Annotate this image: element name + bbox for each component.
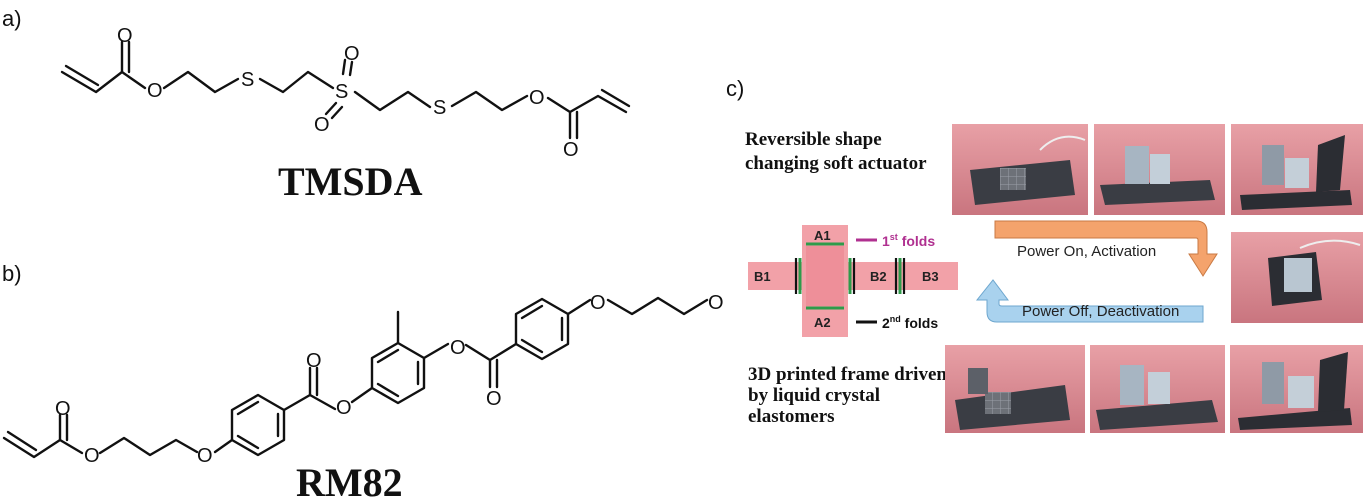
segment-a2: A2 (814, 315, 831, 330)
photo-bottom-2 (1090, 345, 1225, 433)
tmsda-sulfone-o-top: O (344, 43, 360, 65)
rm82-ester-o2: O (336, 397, 352, 419)
rm82-carbonyl-o3: O (486, 388, 502, 410)
second-folds-sup: nd (890, 314, 901, 324)
photo-top-2 (1094, 124, 1225, 215)
rm82-carbonyl-o1: O (55, 398, 71, 420)
tmsda-carbonyl-o1: O (117, 25, 133, 47)
first-folds-label: 1st folds (882, 232, 935, 249)
segment-b3: B3 (922, 269, 939, 284)
segment-b2: B2 (870, 269, 887, 284)
power-on-label: Power On, Activation (1017, 243, 1156, 260)
first-folds-num: 1 (882, 233, 890, 249)
tmsda-sulfone-s: S (335, 81, 348, 103)
rm82-carbonyl-o2: O (306, 350, 322, 372)
power-off-arrow (975, 279, 1204, 323)
rm82-structure (2, 296, 709, 459)
tmsda-sulfone-o-bottom: O (314, 114, 330, 136)
tmsda-carbonyl-o2: O (563, 139, 579, 161)
tmsda-thioether-s1: S (241, 69, 254, 91)
bottom-caption-line-1: 3D printed frame driven (748, 364, 947, 385)
power-on-arrow (994, 220, 1218, 277)
top-caption-line-1: Reversible shape (745, 129, 882, 150)
second-folds-text: folds (901, 315, 939, 331)
tmsda-thioether-s2: S (433, 97, 446, 119)
actuator-schematic (748, 225, 958, 337)
panel-a-label: a) (2, 6, 22, 31)
photo-top-3 (1231, 124, 1363, 215)
top-caption-line-2: changing soft actuator (745, 153, 927, 174)
bottom-caption-line-3: elastomers (748, 406, 835, 427)
rm82-ether-o2: O (590, 292, 606, 314)
first-folds-text: folds (898, 233, 936, 249)
rm82-ester-o3: O (450, 337, 466, 359)
segment-a1: A1 (814, 228, 831, 243)
photo-activated-cube (1231, 232, 1363, 323)
photo-bottom-3 (1230, 345, 1363, 433)
bottom-caption-line-2: by liquid crystal (748, 385, 880, 406)
photo-top-1 (952, 124, 1088, 215)
rm82-name: RM82 (296, 460, 403, 499)
tmsda-name: TMSDA (278, 159, 423, 204)
tmsda-structure (60, 40, 631, 140)
tmsda-ester-o1: O (147, 80, 163, 102)
rm82-ester-o1: O (84, 445, 100, 467)
photo-bottom-1 (945, 345, 1085, 433)
panel-c-label: c) (726, 76, 744, 101)
tmsda-ester-o2: O (529, 87, 545, 109)
rm82-terminal-o: O (708, 292, 724, 314)
second-folds-label: 2nd folds (882, 314, 938, 331)
rm82-ether-o1: O (197, 445, 213, 467)
top-caption: Reversible shape changing soft actuator (745, 129, 927, 174)
panel-b-label: b) (2, 261, 22, 286)
segment-b1: B1 (754, 269, 771, 284)
bottom-caption: 3D printed frame driven by liquid crysta… (748, 364, 952, 427)
first-folds-sup: st (890, 232, 898, 242)
power-off-label: Power Off, Deactivation (1022, 303, 1179, 320)
second-folds-num: 2 (882, 315, 890, 331)
